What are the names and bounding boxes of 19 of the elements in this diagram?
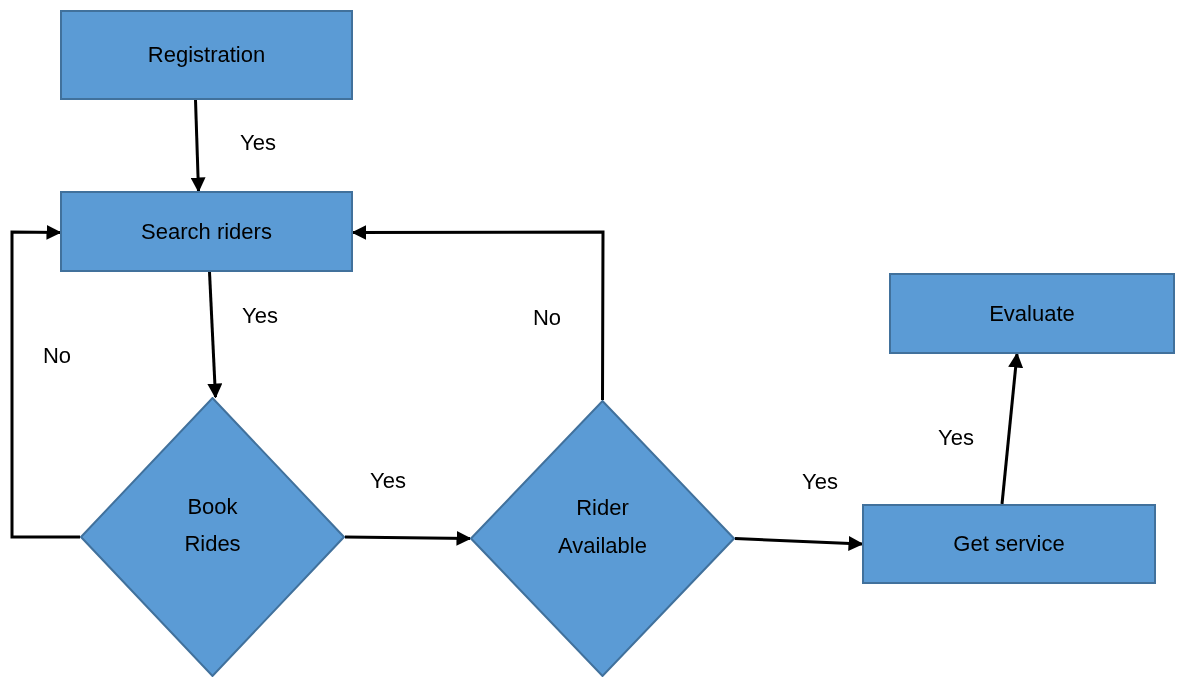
node-label: Get service [953, 530, 1065, 559]
arrow [207, 271, 223, 399]
node-label: Rider Available [557, 494, 648, 560]
decision-diamond [470, 400, 735, 677]
arrow [344, 530, 472, 546]
process-box [60, 191, 353, 272]
process-box [60, 10, 353, 100]
node-label: Search riders [141, 217, 272, 246]
node-label: Registration [147, 41, 266, 70]
arrow [10, 224, 80, 539]
arrow [351, 224, 605, 400]
decision-diamond [80, 397, 345, 677]
arrow [734, 535, 864, 551]
node-label: Evaluate [989, 299, 1075, 328]
node-label: Book Rides [183, 492, 242, 558]
arrow [1000, 352, 1024, 505]
process-box [889, 273, 1175, 354]
arrow [190, 99, 206, 193]
process-box [862, 504, 1156, 584]
